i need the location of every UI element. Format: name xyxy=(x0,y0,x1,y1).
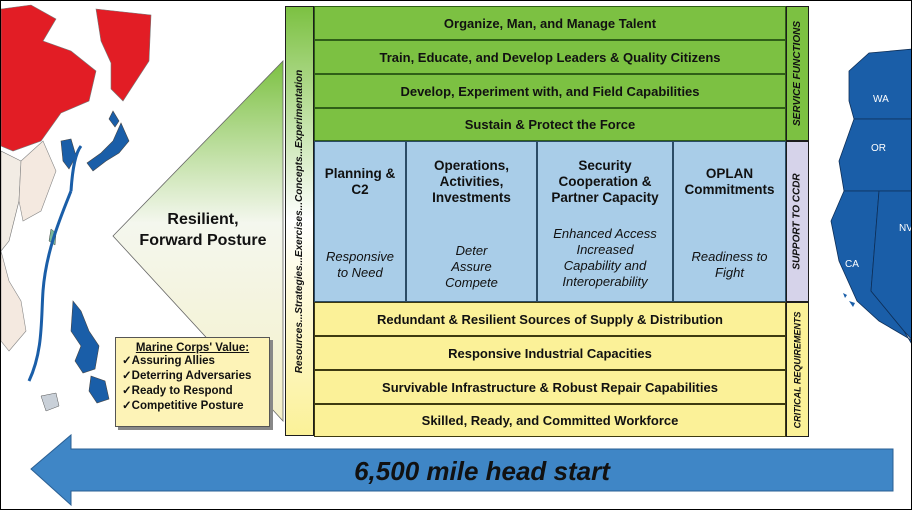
requirement-row: Survivable Infrastructure & Robust Repai… xyxy=(314,370,786,404)
washington-state xyxy=(848,48,911,120)
state-label-nv: NV xyxy=(899,223,912,234)
column-sub: Enhanced Access xyxy=(553,226,657,241)
oregon-state xyxy=(838,118,911,192)
korea xyxy=(60,138,77,170)
value-item: ✓Assuring Allies xyxy=(122,355,215,367)
value-item: ✓Deterring Adversaries xyxy=(122,370,252,382)
column-sub: Assure xyxy=(451,259,492,274)
column-heading: C2 xyxy=(351,182,369,197)
column-sub: Compete xyxy=(445,275,498,290)
posture-pointer xyxy=(112,60,284,423)
experimentation-bar: Resources...Strategies...Exercises...Con… xyxy=(285,6,314,436)
column-sub: Capability and xyxy=(563,258,647,273)
service-row: Develop, Experiment with, and Field Capa… xyxy=(314,74,786,108)
value-item: ✓Ready to Respond xyxy=(122,385,233,397)
column-sub: Interoperability xyxy=(562,274,648,289)
japan xyxy=(86,122,130,172)
column-heading: OPLAN xyxy=(705,166,754,181)
state-label-wa: WA xyxy=(873,94,889,105)
state-label-or: OR xyxy=(871,143,886,154)
nevada-state xyxy=(870,190,911,340)
column-heading: Activities, xyxy=(439,174,504,189)
column-sub: Deter xyxy=(455,243,488,258)
head-start-arrow xyxy=(30,433,894,507)
state-label-ca: CA xyxy=(845,259,859,270)
china-region xyxy=(1,4,97,152)
value-box-title: Marine Corps' Value: xyxy=(135,342,250,354)
column-heading: Operations, xyxy=(433,158,509,173)
service-functions-label: SERVICE FUNCTIONS xyxy=(786,6,809,141)
service-row: Sustain & Protect the Force xyxy=(314,108,786,141)
column-heading: Security xyxy=(578,158,632,173)
column-heading: Commitments xyxy=(684,182,775,197)
value-item: ✓Competitive Posture xyxy=(122,400,244,412)
posture-label-line1: Resilient, xyxy=(167,211,239,228)
arrow-label: 6,500 mile head start xyxy=(354,455,610,486)
column-heading: Partner Capacity xyxy=(551,190,659,205)
requirement-row: Redundant & Resilient Sources of Supply … xyxy=(314,302,786,336)
column-sub: Increased xyxy=(576,242,634,257)
requirement-row: Responsive Industrial Capacities xyxy=(314,336,786,370)
mainland-asia xyxy=(1,150,22,252)
philippines xyxy=(70,300,100,374)
posture-label-line2: Forward Posture xyxy=(139,232,267,249)
column-sub: to Need xyxy=(337,265,383,280)
russia-region xyxy=(95,8,152,102)
service-row: Train, Educate, and Develop Leaders & Qu… xyxy=(314,40,786,74)
vertical-label: Resources...Strategies...Exercises...Con… xyxy=(294,69,306,373)
column-sub: Readiness to xyxy=(691,249,768,264)
critical-requirements-label: CRITICAL REQUIREMENTS xyxy=(786,302,809,437)
marine-corps-value-box: Marine Corps' Value: ✓Assuring Allies ✓D… xyxy=(115,337,270,427)
island-chain-line xyxy=(27,190,73,382)
column-heading: Cooperation & xyxy=(558,174,652,189)
column-sub: Fight xyxy=(715,265,744,280)
column-heading: Planning & xyxy=(324,166,396,181)
column-heading: Investments xyxy=(432,190,511,205)
requirement-row: Skilled, Ready, and Committed Workforce xyxy=(314,404,786,437)
support-to-ccdr-label: SUPPORT TO CCDR xyxy=(786,141,809,302)
us-west-map: WA OR NV CA xyxy=(830,48,912,344)
service-row: Organize, Man, and Manage Talent xyxy=(314,6,786,40)
column-sub: Responsive xyxy=(326,249,394,264)
asia-pacific-map xyxy=(1,4,284,423)
posture-label: Resilient, Forward Posture xyxy=(119,209,287,251)
